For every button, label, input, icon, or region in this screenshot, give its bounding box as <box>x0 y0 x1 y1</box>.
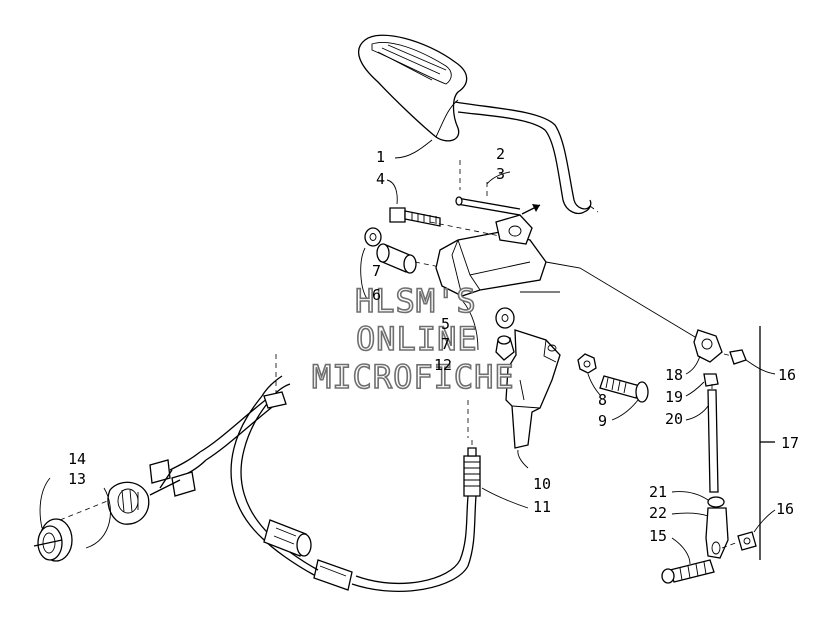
callout-21: 21 <box>649 483 667 501</box>
callout-5: 5 <box>441 315 450 333</box>
watermark-line-1: HLSM'S <box>355 282 477 320</box>
leader-18 <box>685 355 701 375</box>
callout-15: 15 <box>649 527 667 545</box>
callout-7a: 7 <box>372 262 381 280</box>
leader-11 <box>481 487 529 509</box>
washer-part-7-upper <box>364 227 382 247</box>
callout-16a: 16 <box>778 366 796 384</box>
watermark: HLSM'S ONLINE MICROFICHE <box>311 281 515 397</box>
leader-16a <box>745 359 776 375</box>
callout-1: 1 <box>376 148 385 166</box>
callout-8: 8 <box>598 391 607 409</box>
callout-19: 19 <box>665 388 683 406</box>
linkage-rod-assembly <box>661 326 775 584</box>
callout-13: 13 <box>68 470 86 488</box>
wiring-harness-part-11 <box>199 354 481 592</box>
bushing-part-6 <box>376 243 417 274</box>
washer-part-7-lower <box>495 307 515 329</box>
pivot-bracket <box>429 214 547 297</box>
leader-8 <box>587 373 601 396</box>
watermark-line-3: MICROFICHE <box>312 358 515 396</box>
callout-17: 17 <box>781 434 799 452</box>
leader-2 <box>486 171 511 185</box>
leader-20 <box>685 405 709 421</box>
callout-3: 3 <box>496 165 505 183</box>
leader-21 <box>671 491 709 501</box>
callout-2: 2 <box>496 145 505 163</box>
watermark-line-2: ONLINE <box>356 320 478 358</box>
switch-bracket-part-10 <box>505 329 561 449</box>
callout-7b: 7 <box>441 335 450 353</box>
callout-18: 18 <box>665 366 683 384</box>
leader-15 <box>671 537 691 565</box>
callout-6: 6 <box>372 286 381 304</box>
bracket-7-6 <box>360 247 369 301</box>
leader-1 <box>394 139 433 159</box>
bezel-part-14 <box>33 499 111 562</box>
screw-part-4 <box>389 207 441 227</box>
callout-9: 9 <box>598 412 607 430</box>
bracket-5-7-12 <box>461 299 479 351</box>
leader-9 <box>611 399 639 421</box>
callout-labels: 1 2 3 4 7 6 5 7 12 8 9 10 11 13 14 15 16… <box>68 145 799 545</box>
leader-10 <box>517 449 529 469</box>
leader-16b <box>753 509 776 533</box>
pin-part-3 <box>455 160 541 216</box>
callout-4: 4 <box>376 170 385 188</box>
callout-22: 22 <box>649 504 667 522</box>
leader-4 <box>386 179 398 205</box>
callout-11: 11 <box>533 498 551 516</box>
callout-14: 14 <box>68 450 86 468</box>
bracket-13-14 <box>39 477 51 529</box>
callout-20: 20 <box>665 410 683 428</box>
callout-12: 12 <box>434 356 452 374</box>
switch-plunger-part-12 <box>495 335 515 361</box>
throttle-lever <box>358 34 599 215</box>
connector-part-13 <box>107 451 207 525</box>
bracket-13-14-right <box>85 487 111 549</box>
callout-10: 10 <box>533 475 551 493</box>
leader-22 <box>671 512 709 517</box>
callout-16b: 16 <box>776 500 794 518</box>
link-line <box>545 261 701 341</box>
leader-19 <box>685 381 705 397</box>
nut-part-8 <box>577 353 597 374</box>
bolt-part-9 <box>599 375 649 403</box>
